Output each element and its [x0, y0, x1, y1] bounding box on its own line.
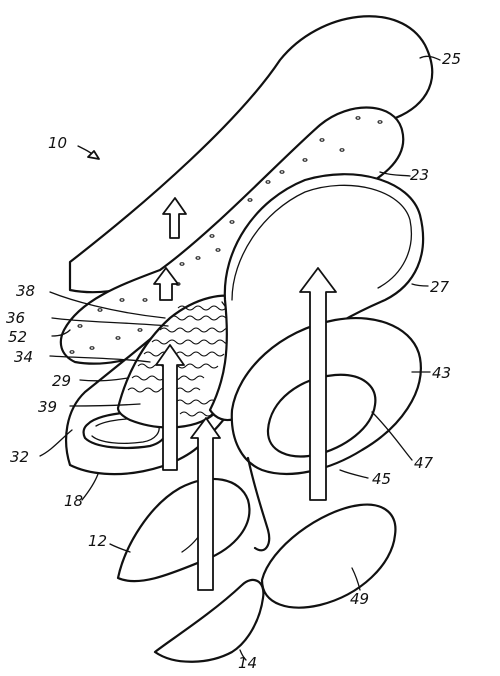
arch-insert — [116, 477, 251, 583]
label-47: 47 — [414, 454, 434, 472]
arrow-up-core — [153, 267, 179, 301]
label-18: 18 — [64, 492, 83, 510]
midsole-inner-outline — [231, 184, 412, 301]
arrow-up-top — [162, 197, 187, 239]
coil-spring-pattern — [127, 305, 235, 417]
ring-lower-tail — [246, 456, 271, 552]
label-14: 14 — [238, 654, 257, 672]
label-43: 43 — [432, 364, 451, 382]
label-25: 25 — [442, 50, 461, 68]
label-45: 45 — [372, 470, 391, 488]
label-34: 34 — [14, 348, 33, 366]
label-49: 49 — [350, 590, 369, 608]
leader-lines — [39, 55, 441, 661]
heel-cup-inner-rim — [91, 418, 160, 444]
heel-ring-opening — [266, 373, 377, 458]
label-32: 32 — [10, 448, 29, 466]
arrow-up-heel — [299, 267, 337, 501]
label-29: 29 — [52, 372, 71, 390]
label-38: 38 — [16, 282, 35, 300]
ref-10-arrowhead — [87, 150, 100, 160]
label-10: 10 — [48, 134, 67, 152]
label-36: 36 — [6, 309, 25, 327]
label-39: 39 — [38, 398, 57, 416]
heel-pad — [260, 503, 397, 609]
arrow-up-arch-right — [190, 417, 221, 591]
label-27: 27 — [430, 278, 450, 296]
arrow-up-arch-left — [155, 344, 185, 471]
label-23: 23 — [410, 166, 429, 184]
label-12: 12 — [88, 532, 107, 550]
forefoot-pad — [153, 578, 265, 663]
label-52: 52 — [8, 328, 27, 346]
